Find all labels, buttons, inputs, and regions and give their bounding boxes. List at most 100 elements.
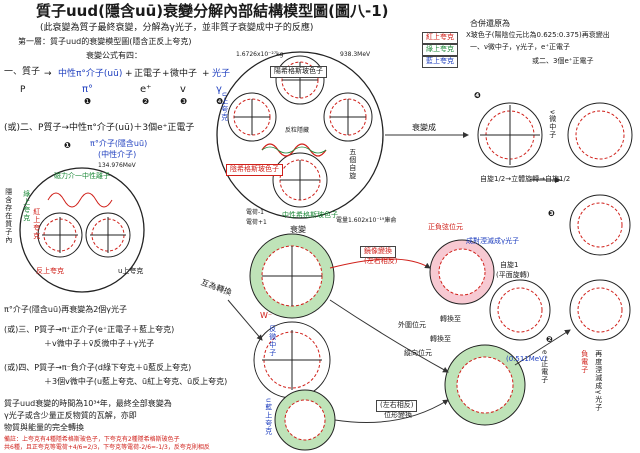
yin-higgs-label: 陰希格斯玻色子 (226, 164, 283, 176)
pion-label: π°介子(隱含uū) (90, 139, 148, 148)
electron-mass: (0.511MeV) (506, 355, 547, 363)
anti-up: 反上夸克 (36, 267, 64, 275)
anti-higgs-label: 反粒隱藏 (285, 127, 310, 134)
num-2-circle: ❷ (546, 335, 553, 344)
formula1-plus3: + (202, 69, 210, 79)
outer-pos-label: 外圍位元 (398, 321, 426, 329)
formula1-neutrino: 微中子 (170, 69, 198, 79)
decay-to-label: 衰變成 (412, 123, 436, 132)
num-2: ❷ (142, 97, 150, 106)
charge-minus: 電荷-1 (246, 209, 264, 216)
green-up: 綠上夸克 (22, 190, 31, 222)
green-circle-left (249, 233, 335, 319)
red-up: 紅上夸克 (32, 208, 41, 240)
formula3a: (或)三、P質子→π⁺正介子(e⁺正電子＋藍上夸克) (4, 325, 175, 334)
five-spin-label: 五個自旋 (348, 148, 357, 180)
sym-e: e⁺ (140, 84, 152, 95)
red-quark-label: 紅上夸克 (422, 32, 458, 44)
center-u-label: u上夸克 (220, 92, 229, 122)
subtitle: (此衰變為質子最終衰變，分解為γ光子，並非質子衰變成中子的反應) (40, 23, 314, 33)
num-4-circle: ❹ (474, 91, 481, 100)
charge-plus: 電荷+1 (246, 219, 267, 226)
inner-pos-label: 縱向位元 (404, 349, 432, 357)
num-4: ❹ (216, 97, 224, 106)
neg-side-label: 負電子 (580, 350, 589, 374)
top-mass-right: 938.3MeV (340, 51, 371, 58)
neutral-higgs-label: 中性希格斯玻色子 (282, 211, 338, 219)
sym-pion: π° (82, 84, 94, 95)
positron-side-label: e⁺正電子 (540, 350, 549, 385)
combined-line1: X玻色子(陽陰位元比為0.625:0.375)再衰變出 (466, 31, 610, 39)
positive-string-label: 正負弦位元 (428, 223, 463, 231)
pion-label2: (中性介子) (98, 150, 137, 159)
u-blue-label: u藍上夸克 (264, 398, 273, 436)
w-boson-label: W⁻ (260, 311, 273, 320)
top-mass-left: 1.6726x10⁻²⁷kg (236, 51, 284, 58)
formula-header: 衰變公式有四： (86, 51, 142, 60)
formula1-plus1: + (125, 69, 133, 79)
neutrino-side-label: ν微中子 (548, 110, 557, 139)
phase-change-label: 位形變換 (384, 411, 412, 419)
rotate-phase-label: (左右相反) (376, 400, 418, 412)
num-3-circle: ❸ (548, 209, 555, 218)
formula4b: ＋3個v微中子(u藍上夸克、ū紅上夸克、ū反上夸克) (44, 377, 228, 386)
bottom-note-2: γ光子或含少量正反物質的瓦解，亦即 (4, 411, 137, 420)
anti-neutrino-label: 反微中子 (268, 325, 277, 357)
formula2b: π°介子(隱含uū)再衰變為2個γ光子 (4, 305, 128, 314)
annihilate-label: 成對湮滅成γ光子 (466, 237, 520, 245)
formula2: (或)二、P質子→中性π°介子(uū)＋3個e⁺正電子 (4, 123, 195, 133)
bottom-note-3: 物質與能量的完全轉換 (4, 423, 84, 432)
step1-header: 第一層：質子uud的衰變模型圖(隱含正反上夸克) (18, 37, 192, 46)
green-quark-label: 綠上夸克 (422, 44, 458, 56)
neutrino-circle (477, 102, 543, 168)
green-circle-bottom (274, 389, 336, 451)
yang-higgs-label: 陽希格斯玻色子 (270, 66, 327, 78)
photon-circle-1 (569, 194, 631, 256)
bottom-note-1: 質子uud衰變的時間為10³⁴年，最終全部衰變為 (4, 399, 172, 408)
u-up: u上夸克 (118, 267, 144, 275)
sym-v: v (180, 84, 186, 95)
footnote-1: 備註：上夸克有4種隱希格斯玻色子，下夸克有2種隱希格斯玻色子 (4, 436, 180, 443)
hidden-label: 隱含存在質子內 (4, 188, 13, 244)
mirror-sub-label: (左右相反) (364, 257, 398, 265)
green-circle-right (444, 344, 526, 426)
positron-circle-top (567, 102, 633, 168)
mirror-circle (429, 239, 495, 305)
spin-half-label: 自旋1/2→立體旋轉→自旋1/2 (480, 175, 571, 183)
combined-line3: 或二、3個e⁺正電子 (532, 57, 594, 65)
plain-circle-mid (253, 321, 331, 399)
formula3b: ＋v微中子＋ṽ反微中子＋γ光子 (44, 339, 155, 348)
pion-mass: 134.976MeV (98, 162, 136, 169)
magnetic-label: 磁力介一中性離子 (54, 172, 110, 180)
electron-circle (489, 279, 551, 341)
mirror-label: 鏡像變換 (360, 246, 396, 258)
formula1-arrow: → (44, 69, 52, 79)
page-title: 質子uud(隱含uū)衰變分解內部結構模型圖(圖八-1) (36, 2, 389, 20)
formula1-positron: 正電子 (134, 69, 162, 79)
formula1-plus2: + (162, 69, 170, 79)
formula1-prefix: 一、質子 (4, 67, 41, 77)
decay-label: 衰變 (290, 225, 306, 234)
formula4a: (或)四、P質子→π⁻負介子(d綠下夸克＋ū藍反上夸克) (4, 363, 192, 372)
charge-label: 電量1.602x10⁻¹⁹庫侖 (336, 217, 397, 224)
formula1-proton: P (20, 85, 26, 95)
flip-label: 轉換至 (430, 335, 451, 343)
spin1-label: 自旋1 (500, 261, 519, 269)
formula1-pion: 中性π°介子(uū) (58, 69, 123, 79)
pion-circle (19, 167, 145, 293)
num-1-pion: ❶ (64, 141, 71, 150)
footnote-2: 共6種，且正夸克等電荷+4/6=2/3，下夸克等電荷-2/6=-1/3，反夸克則… (4, 444, 210, 451)
num-3: ❸ (180, 97, 188, 106)
combined-line2: 一、ν微中子，γ光子，e⁺正電子 (470, 43, 571, 51)
blue-quark-label: 藍上夸克 (422, 56, 458, 68)
sym-g: γ (216, 84, 222, 95)
spin1-sub-label: (平面旋轉) (496, 271, 530, 279)
photon-circle-2 (569, 279, 631, 341)
reborn-label: 再度湮滅成γ光子 (594, 350, 603, 412)
convert-label: 轉換至 (440, 315, 461, 323)
formula1-photon: 光子 (212, 69, 231, 79)
combined-title: 合併還原為 (470, 19, 510, 28)
num-1: ❶ (84, 97, 92, 106)
